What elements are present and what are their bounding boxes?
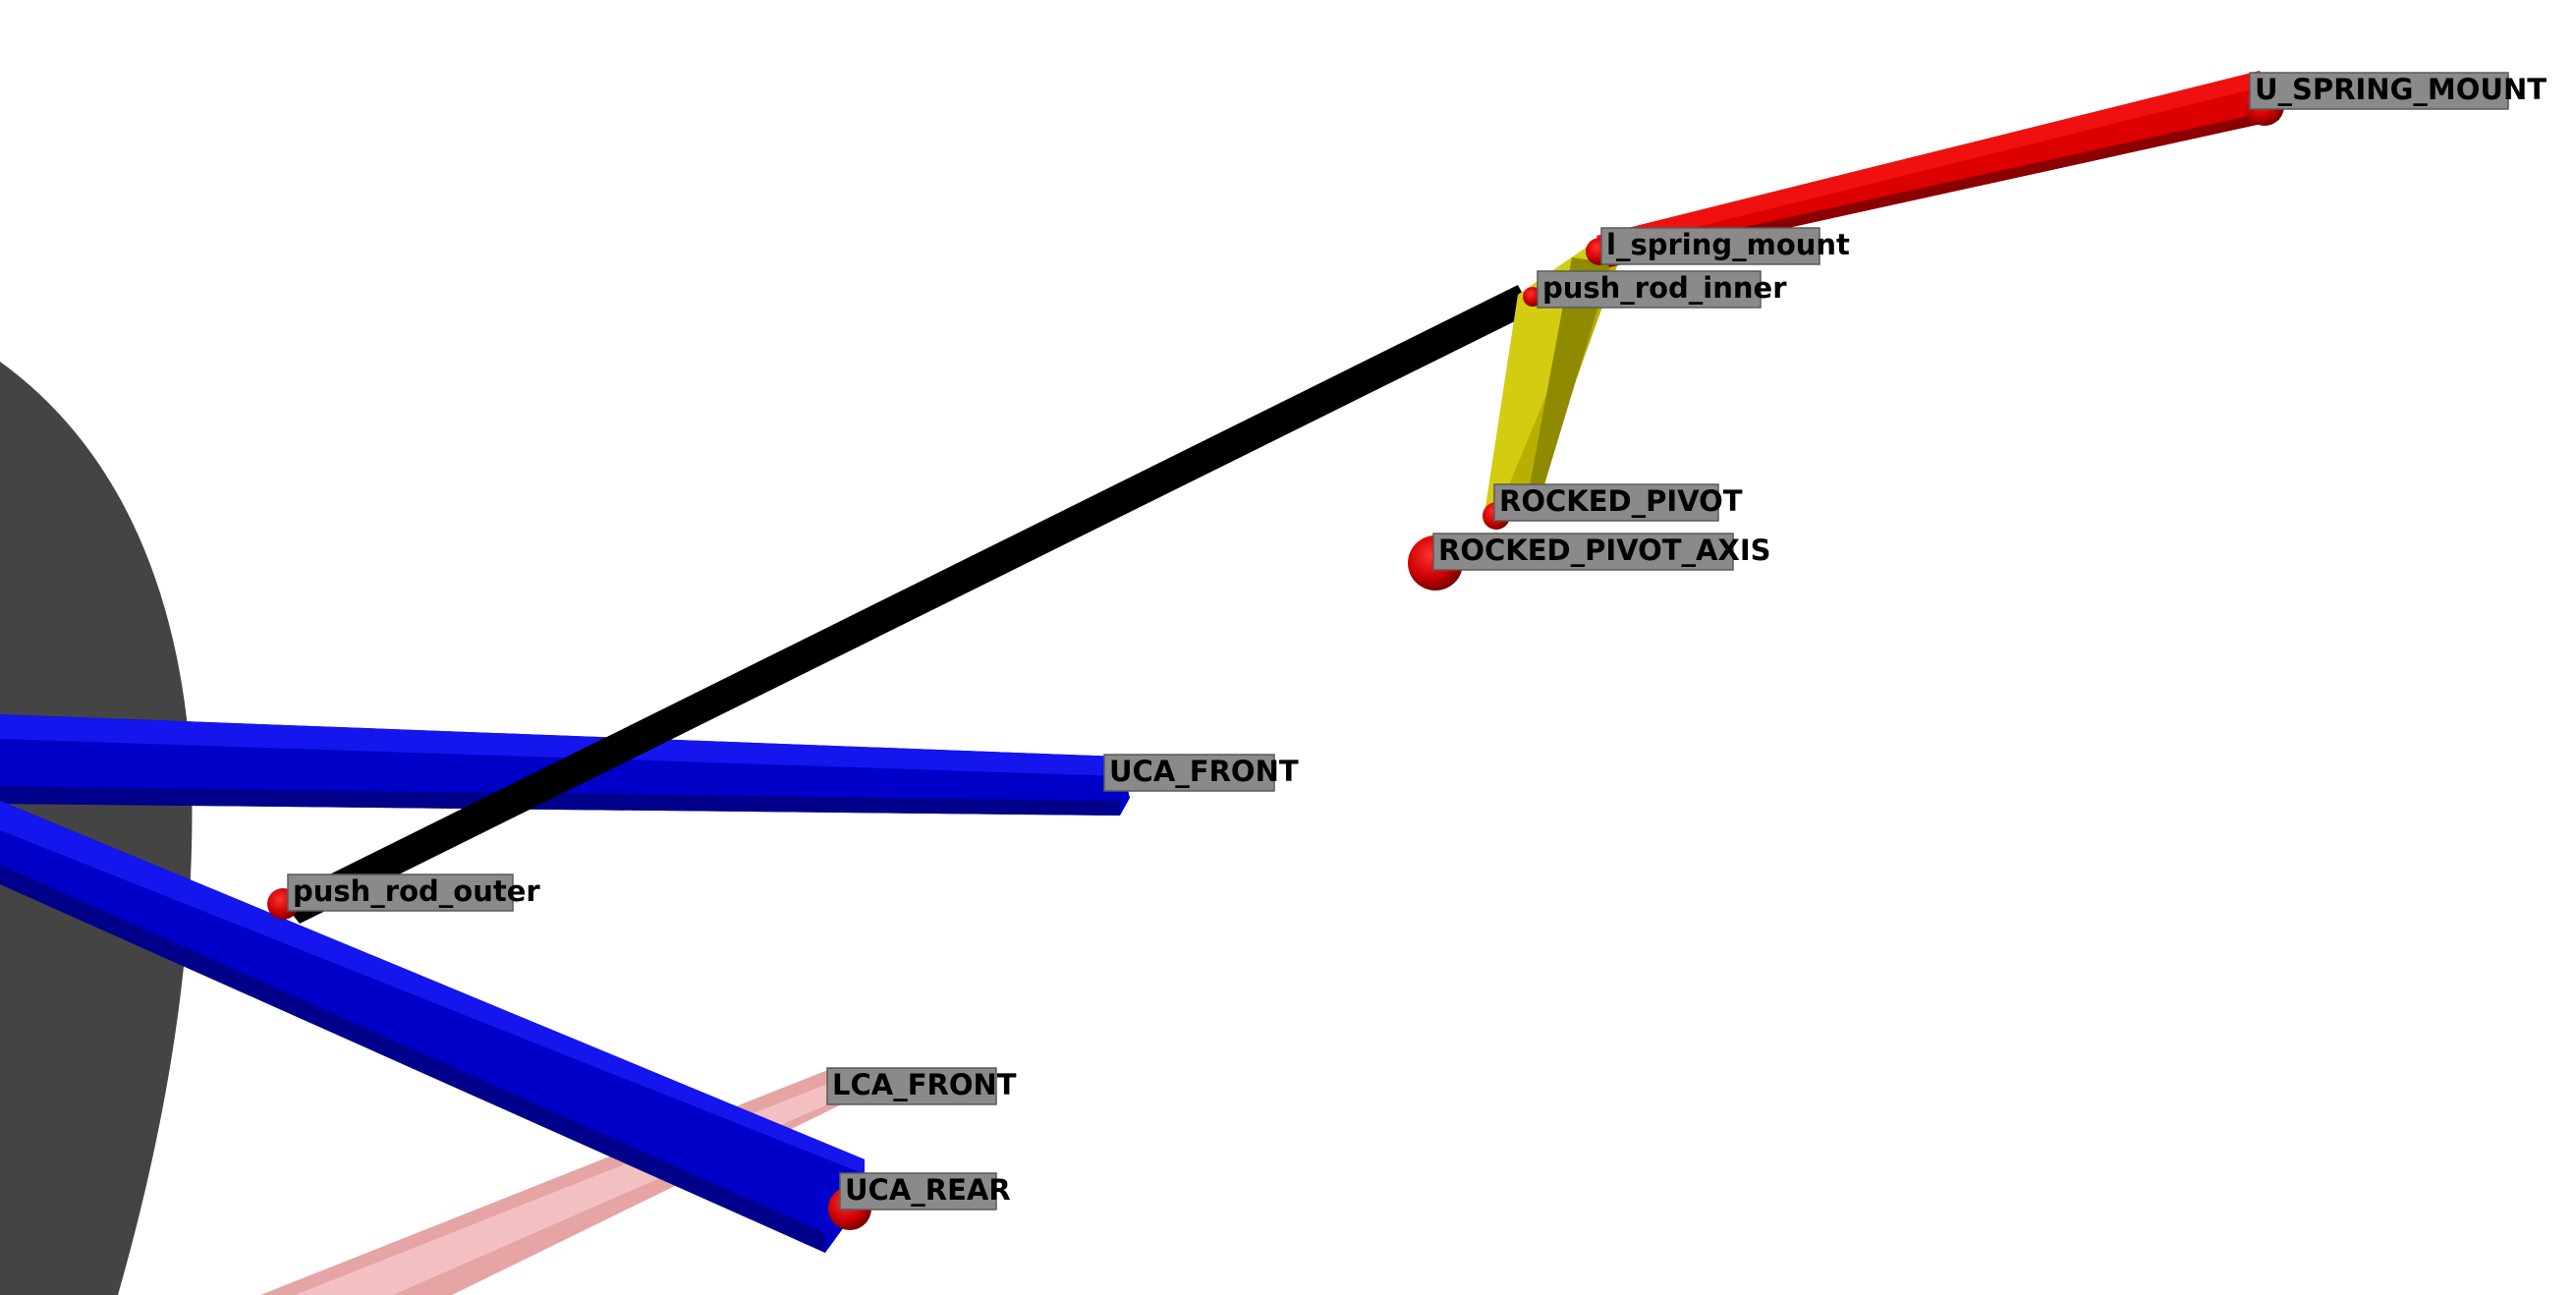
svg-text:ROCKED_PIVOT_AXIS: ROCKED_PIVOT_AXIS bbox=[1438, 534, 1771, 567]
svg-text:l_spring_mount: l_spring_mount bbox=[1606, 228, 1850, 261]
label-push-rod-outer: push_rod_outer bbox=[287, 873, 540, 912]
label-l-spring-mount: l_spring_mount bbox=[1600, 227, 1850, 265]
label-rocked-pivot: ROCKED_PIVOT bbox=[1493, 483, 1743, 522]
label-push-rod-inner: push_rod_inner bbox=[1537, 270, 1787, 309]
push-rod bbox=[280, 285, 1533, 924]
svg-text:ROCKED_PIVOT: ROCKED_PIVOT bbox=[1499, 484, 1743, 518]
svg-text:LCA_FRONT: LCA_FRONT bbox=[832, 1068, 1017, 1101]
svg-text:U_SPRING_MOUNT: U_SPRING_MOUNT bbox=[2255, 73, 2547, 106]
svg-text:push_rod_outer: push_rod_outer bbox=[293, 874, 540, 908]
label-uca-rear: UCA_REAR bbox=[839, 1172, 1011, 1211]
label-u-spring-mount: U_SPRING_MOUNT bbox=[2249, 72, 2547, 110]
svg-text:push_rod_inner: push_rod_inner bbox=[1542, 271, 1787, 305]
rocker bbox=[1484, 244, 1619, 521]
label-lca-front: LCA_FRONT bbox=[826, 1067, 1017, 1105]
label-rocked-pivot-axis: ROCKED_PIVOT_AXIS bbox=[1432, 533, 1771, 571]
label-uca-front: UCA_FRONT bbox=[1103, 754, 1299, 792]
svg-text:UCA_REAR: UCA_REAR bbox=[845, 1173, 1011, 1207]
wheel-shape bbox=[0, 362, 193, 1295]
uca-rear-arm bbox=[0, 801, 865, 1253]
svg-text:UCA_FRONT: UCA_FRONT bbox=[1109, 755, 1299, 788]
